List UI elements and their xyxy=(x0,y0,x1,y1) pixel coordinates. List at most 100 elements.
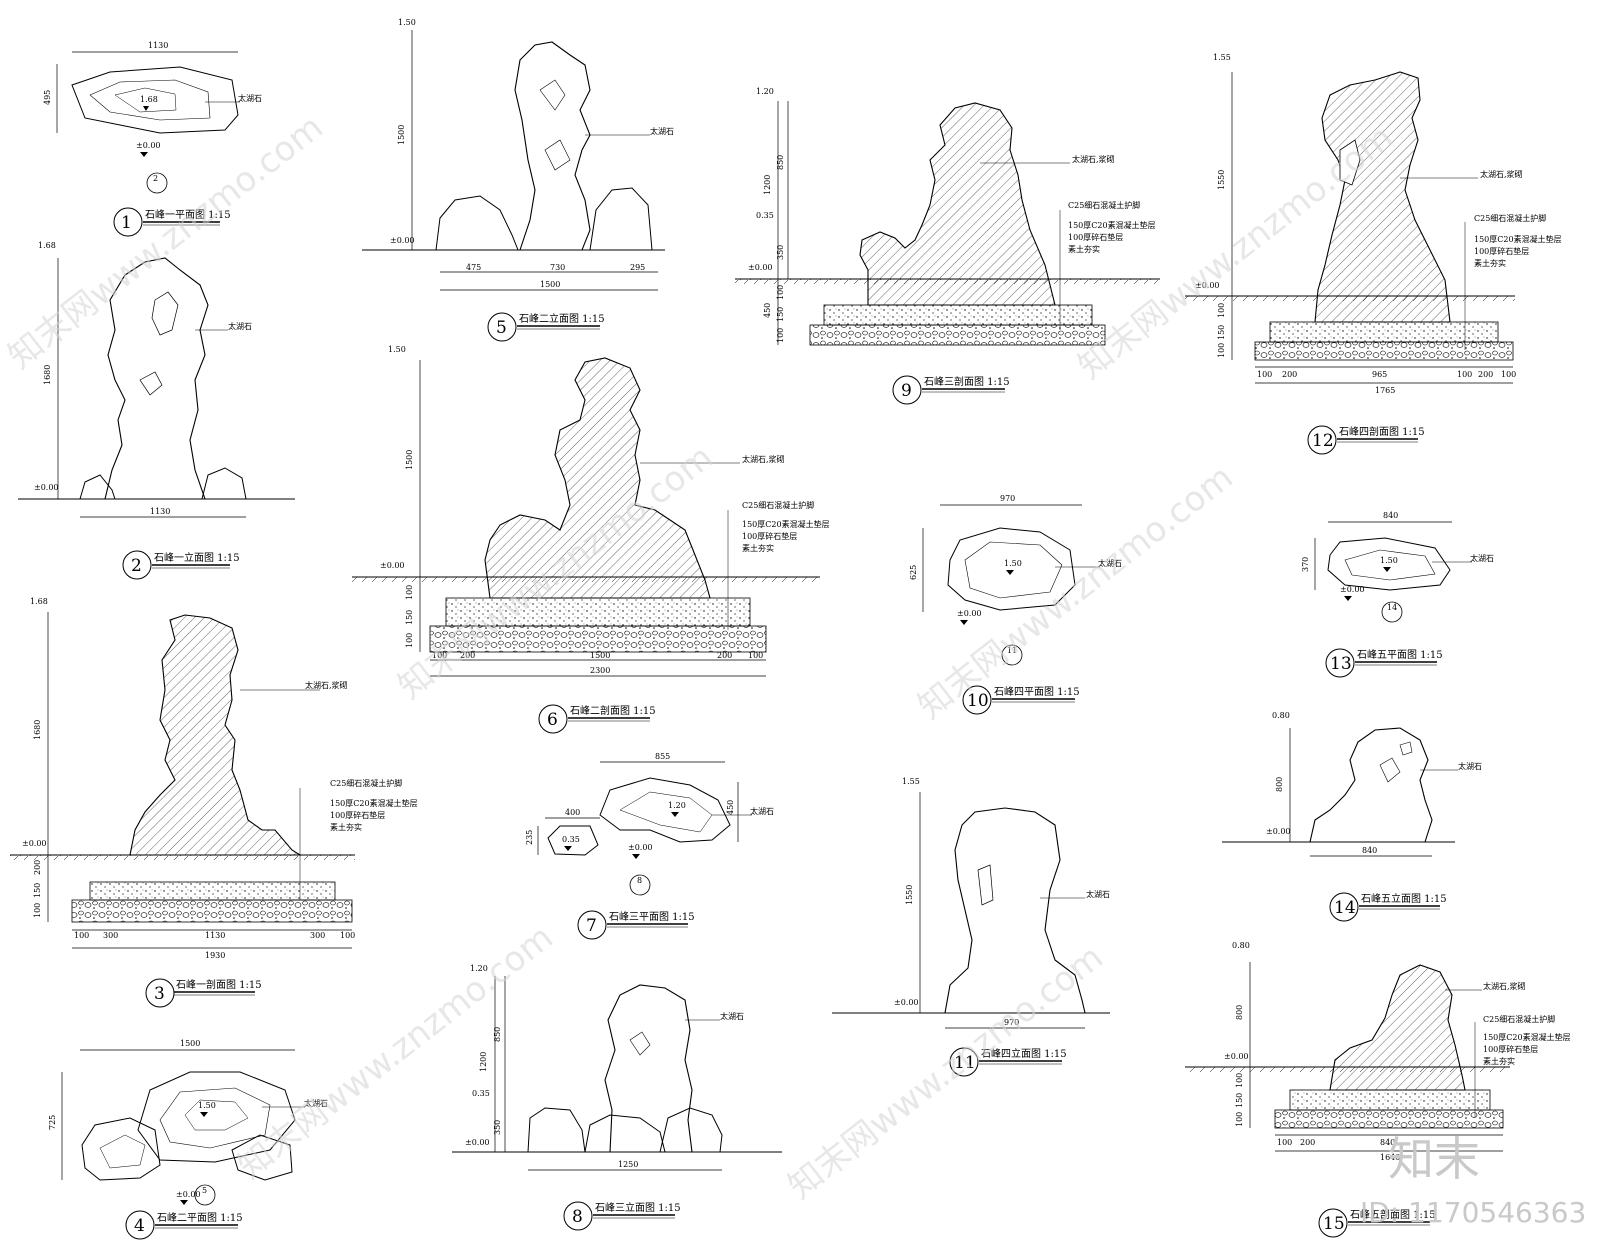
dim-text: 850 xyxy=(493,1027,502,1042)
dim-text: 840 xyxy=(1383,511,1398,520)
dim-text: 150 xyxy=(405,610,414,625)
rock-small xyxy=(527,1107,586,1153)
note-text: 太湖石 xyxy=(304,1098,328,1108)
dim-text: 450 xyxy=(726,800,735,815)
dim-text: 235 xyxy=(525,830,534,845)
rock-hole xyxy=(139,371,163,396)
rock-plan-outline xyxy=(81,1117,161,1181)
rock-plan-contour xyxy=(1344,549,1436,581)
gravel-bed-layer xyxy=(809,324,1106,346)
panel-9-section: 1200 850 350 450 100 150 100 1.20 0.35 ±… xyxy=(735,87,1160,405)
level-triangle-icon xyxy=(1383,567,1391,572)
gravel-bed-layer xyxy=(429,625,767,653)
dim-text: 855 xyxy=(655,752,670,761)
ground-level-text: ±0.00 xyxy=(465,1138,490,1147)
section-marker-icon xyxy=(146,172,168,194)
section-marker-text: 14 xyxy=(1387,603,1397,612)
drawing-number: 15 xyxy=(1323,1214,1345,1234)
dim-text: 200 xyxy=(1282,370,1297,379)
panel-5-elevation: 1500 475 730 295 1500 1.50 ±0.00 太湖石 5 石… xyxy=(362,18,674,342)
drawing-title: 石峰四平面图 1:15 xyxy=(994,686,1080,698)
dim-text: 730 xyxy=(550,263,565,272)
dim-text: 800 xyxy=(1235,1005,1244,1020)
drawing-title: 石峰一剖面图 1:15 xyxy=(176,978,262,991)
panel-10-plan: 970 625 1.50 ±0.00 太湖石 11 10 石峰四平面图 1:15 xyxy=(909,494,1122,715)
note-text: 100厚碎石垫层 xyxy=(1474,246,1529,256)
dim-text: 800 xyxy=(1275,777,1284,792)
dim-text: 1550 xyxy=(1217,170,1226,190)
gravel-bed-layer xyxy=(1274,1109,1504,1129)
dim-text: 295 xyxy=(630,263,645,272)
rock-section-hatched xyxy=(129,614,302,856)
level-triangle-icon xyxy=(564,846,572,851)
rock-elevation-outline xyxy=(104,257,209,500)
ground-level-text: ±0.00 xyxy=(1195,281,1220,290)
drawing-title: 石峰五平面图 1:15 xyxy=(1357,649,1443,661)
ground-level-text: ±0.00 xyxy=(22,839,47,848)
gravel-bed-layer xyxy=(1254,341,1514,361)
panel-2-elevation: 1680 1130 1.68 ±0.00 太湖石 2 石峰一立面图 1:15 xyxy=(18,241,295,580)
section-marker-icon xyxy=(1001,644,1023,666)
rock-hole xyxy=(1399,741,1413,756)
panel-6-section: 1500 100 150 100 100 200 1500 200 100 23… xyxy=(352,345,830,734)
dim-text: 1640 xyxy=(1380,1153,1400,1162)
dim-text: 100 xyxy=(405,633,414,648)
dim-text: 1765 xyxy=(1375,386,1395,395)
dim-text: 200 xyxy=(1300,1138,1315,1147)
drawing-number: 9 xyxy=(901,381,912,401)
level-text: 1.68 xyxy=(30,597,48,606)
drawing-number-circle xyxy=(125,1210,155,1240)
dim-text: 450 xyxy=(763,303,772,318)
drawing-title: 石峰三剖面图 1:15 xyxy=(924,375,1010,388)
rock-plan-contour xyxy=(89,79,211,121)
rock-plan-outline xyxy=(137,1071,296,1163)
note-text: 太湖石 xyxy=(750,806,774,816)
drawing-title: 石峰四立面图 1:15 xyxy=(981,1047,1067,1060)
section-marker-text: 5 xyxy=(202,1186,207,1195)
drawing-number-circle xyxy=(122,550,152,580)
dim-text: 840 xyxy=(1362,846,1377,855)
dim-text: 200 xyxy=(33,860,42,875)
level-text: 1.20 xyxy=(668,801,686,810)
panel-8-elevation: 1200 850 350 1250 1.20 0.35 ±0.00 太湖石 8 … xyxy=(452,964,782,1231)
level-text: 1.20 xyxy=(470,964,488,973)
level-text: 0.35 xyxy=(472,1089,490,1098)
dim-text: 100 xyxy=(776,328,785,343)
drawing-title: 石峰四剖面图 1:15 xyxy=(1339,425,1425,438)
drawing-title: 石峰二平面图 1:15 xyxy=(157,1212,243,1224)
ground-level-text: ±0.00 xyxy=(1340,585,1365,594)
note-text: 素土夯实 xyxy=(1474,258,1506,268)
dim-text: 1250 xyxy=(618,1160,638,1169)
dim-text: 475 xyxy=(466,263,481,272)
drawing-number-circle xyxy=(538,704,568,734)
note-text: 太湖石,浆砌 xyxy=(1480,169,1523,179)
drawing-number: 6 xyxy=(547,710,558,730)
dim-text: 100 xyxy=(432,651,447,660)
drawing-number-circle xyxy=(1329,892,1359,922)
rock-small xyxy=(589,187,653,251)
note-text: 150厚C20素混凝土垫层 xyxy=(1474,234,1562,244)
drawing-number: 10 xyxy=(967,691,989,711)
panel-15-section: 800 100 150 100 100 200 840 1640 0.80 ±0… xyxy=(1185,941,1571,1238)
dim-text: 100 xyxy=(1235,1073,1244,1088)
drawing-number: 2 xyxy=(131,556,142,576)
section-marker-icon xyxy=(1381,601,1403,623)
rock-plan-outline xyxy=(71,66,239,134)
soil-hatch xyxy=(10,855,355,860)
dim-text: 100 xyxy=(1235,1112,1244,1127)
dim-text: 100 xyxy=(1257,370,1272,379)
rock-section-hatched xyxy=(859,102,1056,306)
level-text: 0.35 xyxy=(562,835,580,844)
drawing-number: 4 xyxy=(134,1216,145,1236)
ground-level-text: ±0.00 xyxy=(957,609,982,618)
dim-text: 1200 xyxy=(763,175,772,195)
dim-text: 965 xyxy=(1372,370,1387,379)
ground-level-text: ±0.00 xyxy=(380,561,405,570)
level-text: 1.55 xyxy=(1213,53,1231,62)
ground-level-text: ±0.00 xyxy=(894,998,919,1007)
rock-plan-contour xyxy=(184,1099,249,1131)
dim-text: 1680 xyxy=(33,720,42,740)
panel-3-section: 1680 200 150 100 100 300 1130 300 100 19… xyxy=(10,597,418,1008)
note-text: 太湖石 xyxy=(1470,553,1494,563)
concrete-bed-layer xyxy=(1269,321,1499,343)
